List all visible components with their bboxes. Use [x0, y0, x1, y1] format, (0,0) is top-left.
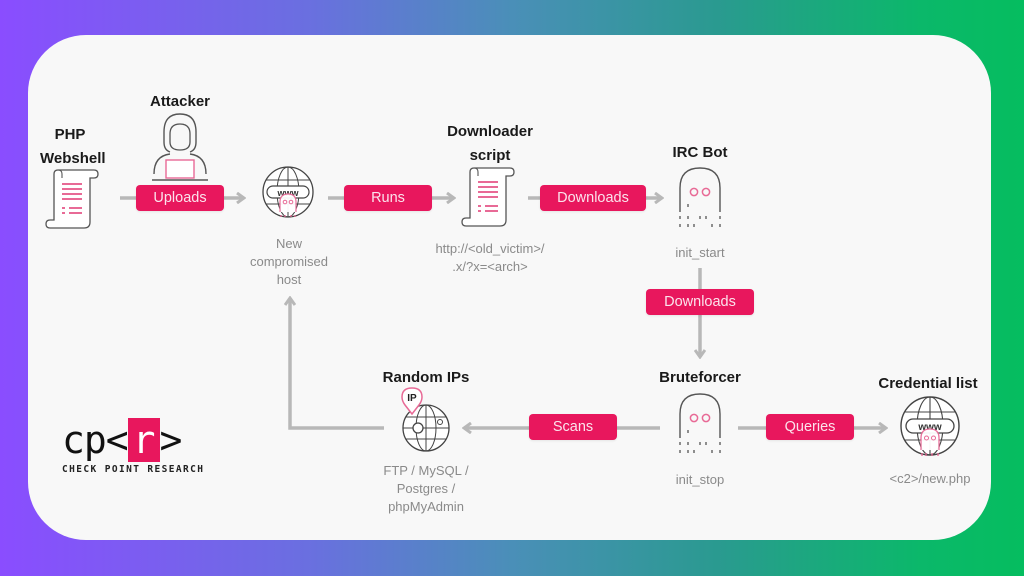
globe-www-ghost-icon: www: [900, 396, 960, 456]
logo-prefix: cp<: [62, 418, 129, 462]
random-ips-label: FTP / MySQL / Postgres / phpMyAdmin: [366, 462, 486, 516]
edge-label-uploads: Uploads: [136, 185, 224, 211]
random-ips-label-line2: Postgres /: [396, 481, 456, 496]
attacker-title: Attacker: [149, 93, 211, 110]
script-document-icon: [45, 169, 99, 229]
new-host-label-line1: New: [275, 236, 302, 251]
logo-mark: cp<r>: [62, 418, 204, 462]
www-text: www: [917, 422, 942, 433]
new-host-label-line3: host: [276, 272, 302, 287]
random-ips-label-line1: FTP / MySQL /: [383, 463, 469, 478]
irc-bot-label: init_start: [675, 245, 725, 260]
downloader-title: Downloader script: [432, 120, 548, 168]
edge-label-downloads: Downloads: [540, 185, 646, 211]
edge-label-downloads-2: Downloads: [646, 289, 754, 315]
edge-label-scans: Scans: [529, 414, 617, 440]
webshell-title-line1: PHP: [54, 126, 86, 143]
downloader-url-label: http://<old_victim>/ .x/?x=<arch>: [420, 240, 560, 276]
edge-label-runs: Runs: [344, 185, 432, 211]
arrow-loop-back: [290, 298, 384, 430]
new-host-label-line2: compromised: [249, 254, 329, 269]
diagram-card: [28, 35, 991, 540]
credential-list-label: <c2>/new.php: [889, 471, 971, 486]
globe-ip-pin-icon: IP: [401, 387, 450, 452]
www-text: www: [276, 188, 299, 198]
webshell-title: PHP Webshell: [40, 123, 106, 171]
script-document-icon: [461, 167, 515, 227]
bruteforcer-label: init_stop: [675, 472, 725, 487]
ghost-bot-icon: [679, 167, 721, 227]
bruteforcer-title: Bruteforcer: [659, 369, 741, 386]
random-ips-label-line3: phpMyAdmin: [388, 499, 464, 514]
logo-highlight: r: [127, 418, 160, 462]
irc-bot-title: IRC Bot: [672, 144, 728, 161]
check-point-research-logo: cp<r> CHECK POINT RESEARCH: [62, 418, 204, 475]
hooded-hacker-laptop-icon: [152, 113, 208, 181]
globe-www-ghost-icon: www: [262, 166, 314, 218]
downloader-title-line1: Downloader: [447, 123, 533, 140]
new-host-label: New compromised host: [230, 235, 348, 289]
logo-suffix: >: [159, 418, 183, 462]
webshell-title-line2: Webshell: [40, 150, 106, 167]
ghost-bot-icon: [679, 393, 721, 453]
downloader-url-line2: .x/?x=<arch>: [452, 259, 528, 274]
logo-subtitle: CHECK POINT RESEARCH: [62, 464, 205, 475]
ip-pin-text: IP: [407, 393, 417, 404]
credential-list-title: Credential list: [878, 375, 978, 392]
random-ips-title: Random IPs: [382, 369, 470, 386]
edge-label-queries: Queries: [766, 414, 854, 440]
downloader-title-line2: script: [469, 147, 511, 164]
downloader-url-line1: http://<old_victim>/: [435, 241, 545, 256]
